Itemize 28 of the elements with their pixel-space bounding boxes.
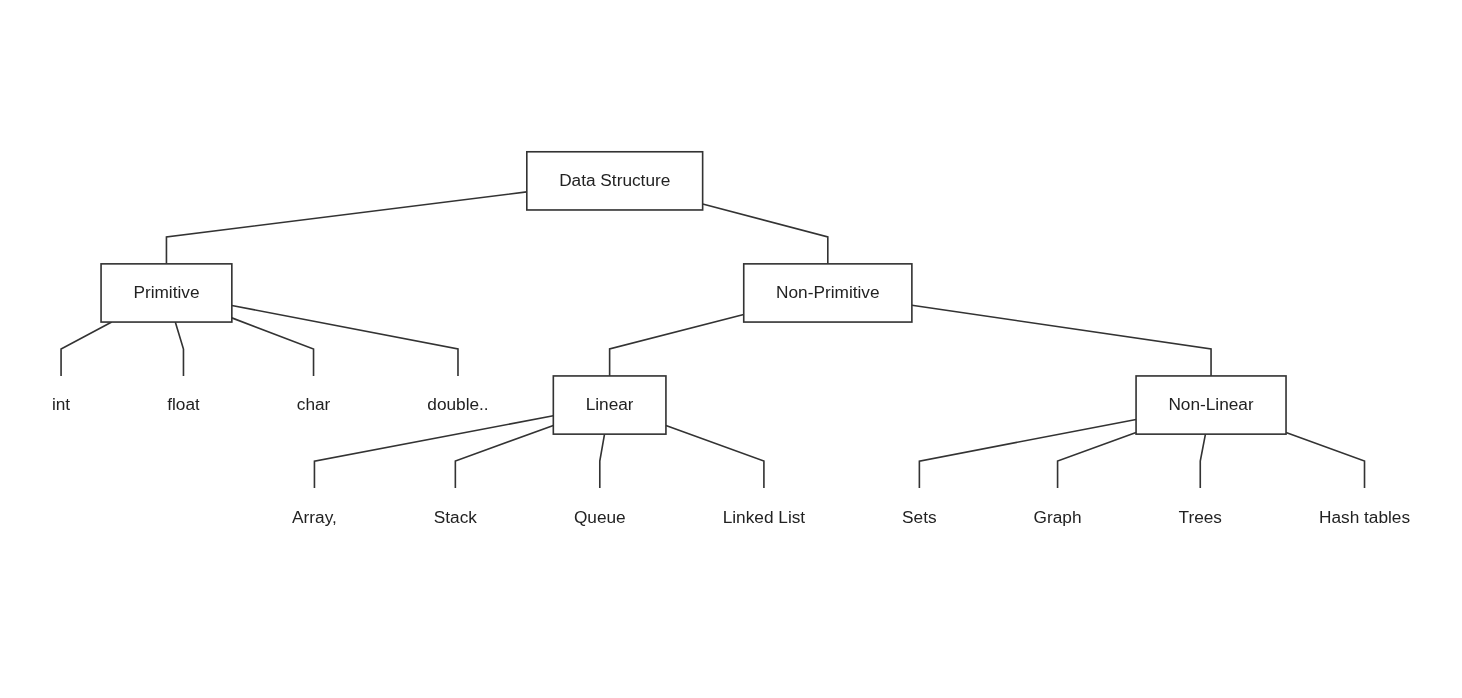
node-text: char [296, 395, 331, 414]
node-text: Stack [433, 507, 477, 526]
node-text: Sets [902, 507, 937, 526]
node-text: Queue [573, 507, 626, 526]
node-text: Trees [1178, 507, 1222, 526]
connector [599, 433, 606, 489]
node-text: double.. [427, 395, 489, 414]
node-box: Primitive [100, 263, 233, 323]
node-text: int [51, 395, 71, 414]
connector [1285, 431, 1366, 489]
connector [1199, 433, 1207, 489]
connector [665, 424, 765, 489]
connector [60, 321, 113, 377]
node-box: Non-Linear [1135, 375, 1287, 435]
connector [231, 304, 459, 377]
connector [918, 418, 1137, 489]
node-text: Array, [292, 507, 337, 526]
node-box: Linear [552, 375, 667, 435]
connector [1056, 431, 1137, 489]
connector [231, 317, 315, 377]
connector [911, 304, 1212, 377]
node-text: Graph [1033, 507, 1082, 526]
node-text: Hash tables [1318, 507, 1411, 526]
node-box: Data Structure [526, 150, 704, 211]
connector [174, 321, 185, 377]
node-box: Non-Primitive [742, 263, 913, 323]
node-text: float [167, 395, 200, 414]
node-text: Linked List [722, 507, 806, 526]
